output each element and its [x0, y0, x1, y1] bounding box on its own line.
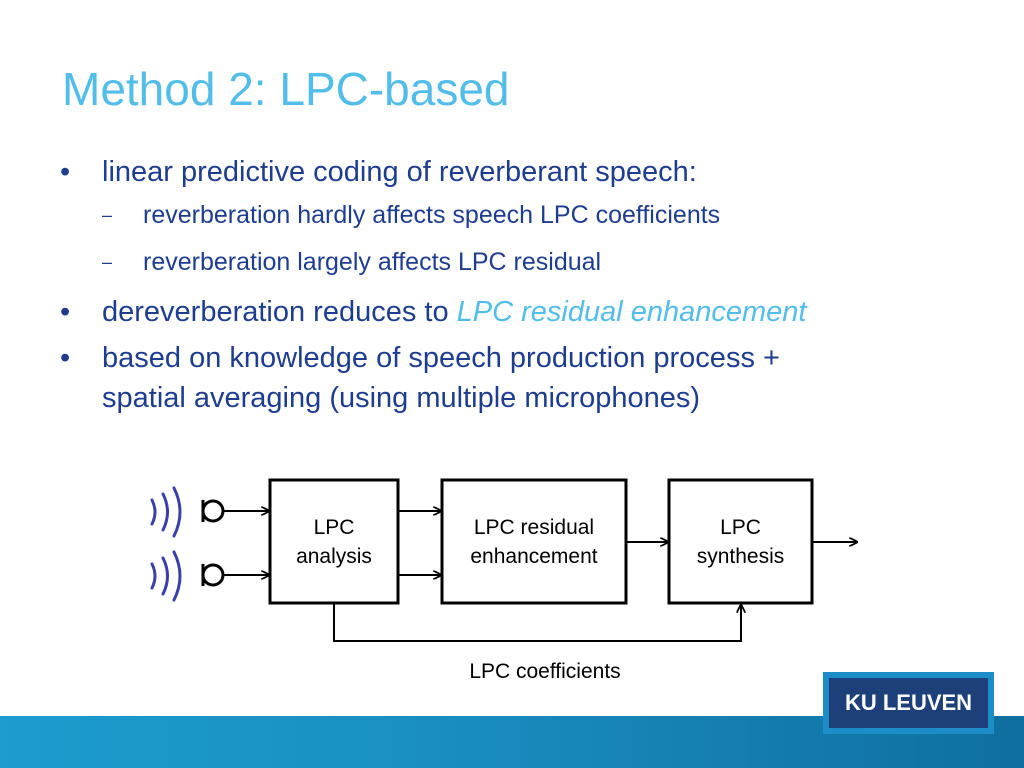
lpc-analysis-block [268, 478, 400, 605]
microphone-icon [201, 563, 225, 587]
lpc-residual-enhancement-block [440, 478, 628, 605]
lpc-synthesis-block [667, 478, 814, 605]
bullet-marker: • [60, 156, 71, 188]
lpc-coefficients-label: LPC coefficients [469, 660, 621, 683]
bullet-text: dereverberation reduces to [102, 296, 457, 328]
bullet-text-line1: based on knowledge of speech production … [102, 342, 780, 374]
sub-bullet-item: – reverberation largely affects LPC resi… [60, 245, 960, 279]
block-label-line: synthesis [696, 545, 785, 568]
slide-title: Method 2: LPC-based [62, 63, 510, 115]
lpc-analysis-label: LPC analysis [270, 513, 398, 571]
ku-leuven-logo: KU LEUVEN [823, 672, 994, 734]
bullet-text-line2: spatial averaging (using multiple microp… [102, 382, 701, 414]
bullet-item: • dereverberation reduces to LPC residua… [60, 292, 960, 332]
bullet-marker: • [60, 296, 71, 328]
logo-text: KU LEUVEN [829, 678, 988, 728]
sound-wave-icon [150, 486, 182, 538]
block-label-line: LPC [720, 516, 761, 539]
sub-bullet-marker: – [102, 205, 113, 225]
block-label-line: LPC [313, 516, 355, 539]
block-label-line: analysis [296, 545, 372, 568]
microphone-icon [201, 499, 225, 523]
bullet-item: • linear predictive coding of reverberan… [60, 152, 960, 192]
sound-wave-icon [150, 550, 182, 602]
bullet-marker: • [60, 342, 71, 374]
sub-bullet-text: reverberation largely affects LPC residu… [143, 248, 602, 276]
bullet-text: linear predictive coding of reverberant … [102, 156, 697, 188]
lpc-synthesis-label: LPC synthesis [669, 513, 812, 571]
lpc-residual-enhancement-label: LPC residual enhancement [442, 513, 626, 571]
sub-bullet-item: – reverberation hardly affects speech LP… [60, 198, 960, 232]
highlight-text: LPC residual enhancement [456, 296, 807, 328]
bullet-list: • linear predictive coding of reverberan… [60, 152, 960, 424]
bullet-item: • based on knowledge of speech productio… [60, 338, 960, 418]
sub-bullet-text: reverberation hardly affects speech LPC … [143, 201, 721, 229]
block-label-line: enhancement [470, 545, 598, 568]
feedback-path [333, 603, 741, 642]
sub-bullet-marker: – [102, 252, 113, 272]
block-label-line: LPC residual [473, 516, 595, 539]
